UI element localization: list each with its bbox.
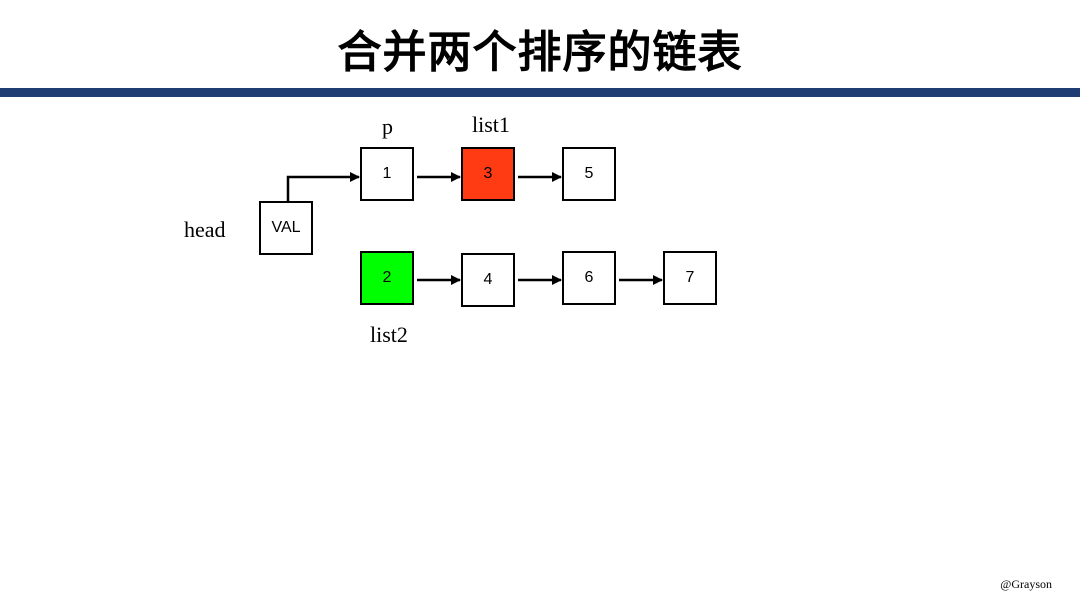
p-pointer-label: p (382, 114, 393, 139)
list1-pointer-label: list1 (472, 112, 510, 137)
list2-pointer-label: list2 (370, 322, 408, 347)
list2-node-6: 6 (562, 251, 616, 305)
page-title: 合并两个排序的链表 (337, 27, 743, 78)
author-credit: @Grayson (1000, 577, 1052, 591)
list2-node-7: 7 (663, 251, 717, 305)
title-divider (0, 88, 1080, 97)
head-label: head (184, 217, 226, 242)
list2-node-2: 2 (360, 251, 414, 305)
list1-node-3: 3 (461, 147, 515, 201)
list1-node-1: 1 (360, 147, 414, 201)
head-to-node-1-arrow (286, 172, 360, 201)
list1-node-5: 5 (562, 147, 616, 201)
list2-node-4: 4 (461, 253, 515, 307)
head-node: VAL (259, 201, 313, 255)
